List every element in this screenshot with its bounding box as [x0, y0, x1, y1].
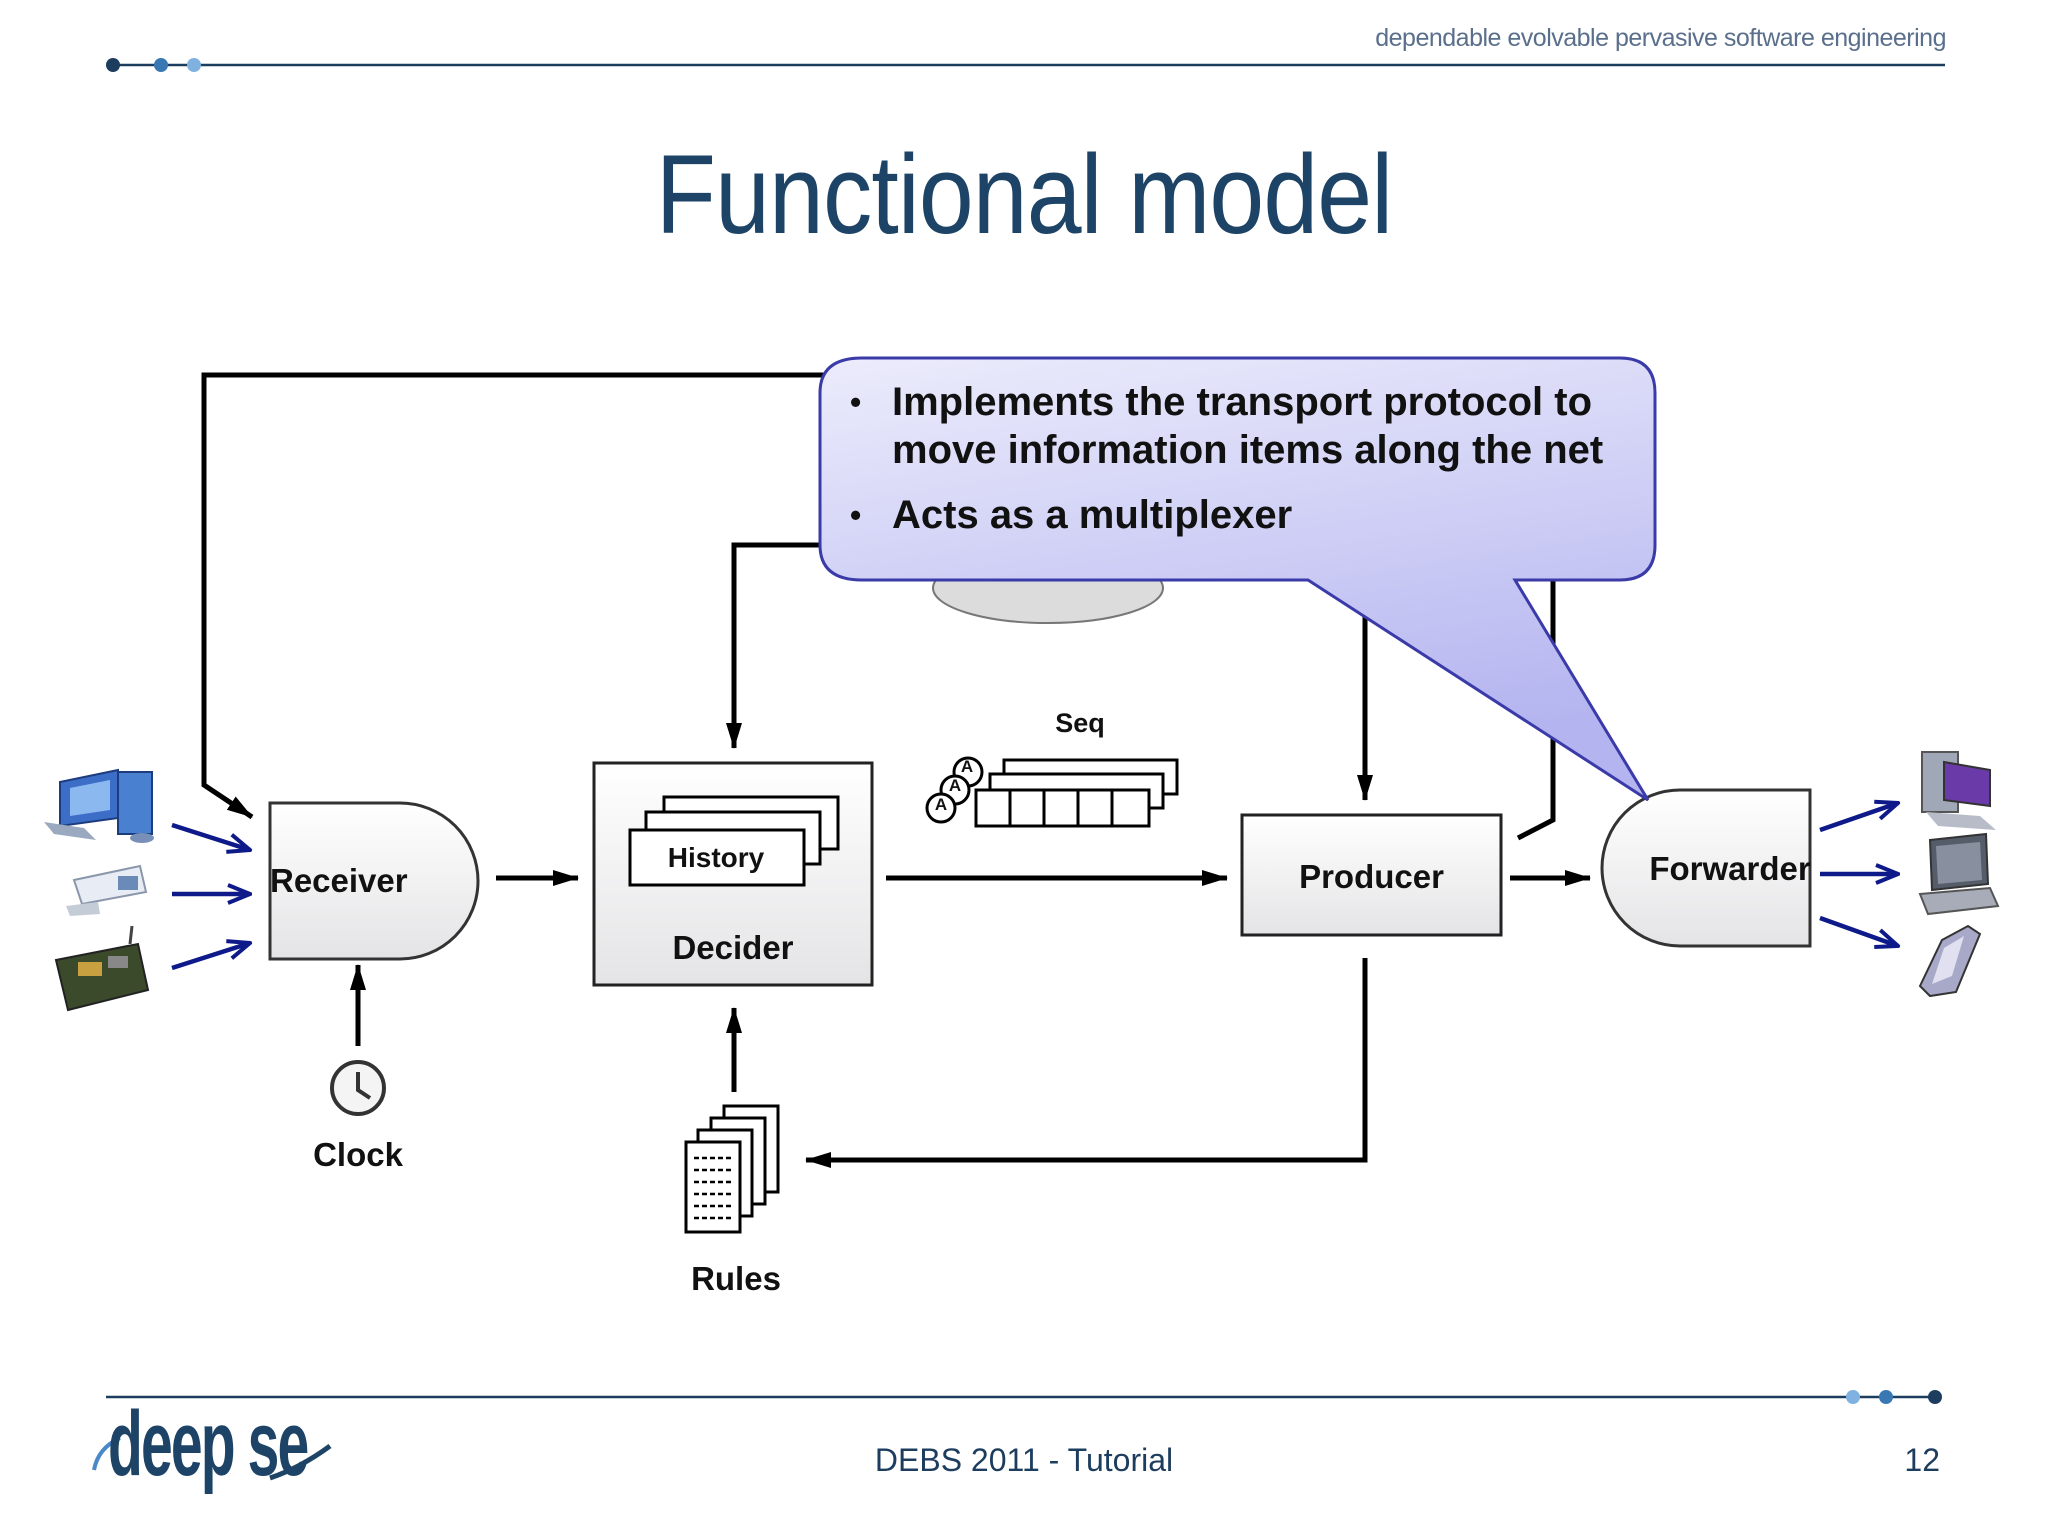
producer-label: Producer — [1299, 858, 1444, 895]
producer-box — [1240, 813, 1503, 937]
pda-icon — [1918, 924, 1982, 998]
rules-documents-icon — [684, 1104, 780, 1234]
callout-bullet: Implements the transport protocol to mov… — [850, 378, 1650, 474]
header-tagline: dependable evolvable pervasive software … — [1375, 24, 1946, 52]
seq-icon — [925, 756, 1179, 828]
header-dot-light — [187, 58, 201, 72]
receiver-label: Receiver — [270, 862, 408, 899]
header-dot-dark — [106, 58, 120, 72]
kb-to-decider-arrow — [726, 542, 860, 749]
footer-dot-light — [1846, 1390, 1860, 1404]
footer-dot-mid — [1879, 1390, 1893, 1404]
input-arrows — [171, 822, 250, 971]
history-card — [628, 828, 806, 887]
seq-label: Seq — [1055, 708, 1105, 738]
callout-bullet: Acts as a multiplexer — [850, 491, 1650, 539]
desktop-computer-icon — [44, 768, 154, 843]
footer-dot-dark — [1928, 1390, 1942, 1404]
callout-text: Implements the transport protocol to mov… — [850, 378, 1650, 556]
deep-se-logo-swoosh — [92, 1436, 332, 1481]
header-rule — [106, 58, 1945, 72]
history-label: History — [667, 842, 765, 873]
laptop-icon — [1918, 832, 2000, 916]
forwarder-shape — [1600, 788, 1812, 948]
feedback-loop-arrow — [201, 372, 860, 820]
page-number: 12 — [1904, 1442, 1940, 1478]
rules-label: Rules — [691, 1260, 781, 1297]
security-camera-icon — [66, 864, 148, 916]
seq-item-label: A — [934, 795, 948, 814]
output-arrows — [1819, 803, 1898, 946]
seq-item-label: A — [960, 757, 974, 776]
slide-title: Functional model — [655, 132, 1393, 257]
footer-event: DEBS 2011 - Tutorial — [874, 1442, 1174, 1478]
desktop-output-icon — [1921, 751, 1996, 830]
forwarder-label: Forwarder — [1649, 850, 1811, 887]
footer-rule — [106, 1390, 1942, 1404]
producer-to-rules-arrow — [805, 958, 1368, 1168]
receiver-shape — [268, 801, 480, 961]
clock-label: Clock — [313, 1136, 403, 1173]
decider-label: Decider — [672, 929, 794, 966]
clock-icon — [330, 1060, 386, 1116]
seq-item-label: A — [948, 776, 962, 795]
deep-se-logo: deep se — [108, 1393, 309, 1495]
header-dot-mid — [154, 58, 168, 72]
sensor-board-icon — [54, 925, 150, 1012]
